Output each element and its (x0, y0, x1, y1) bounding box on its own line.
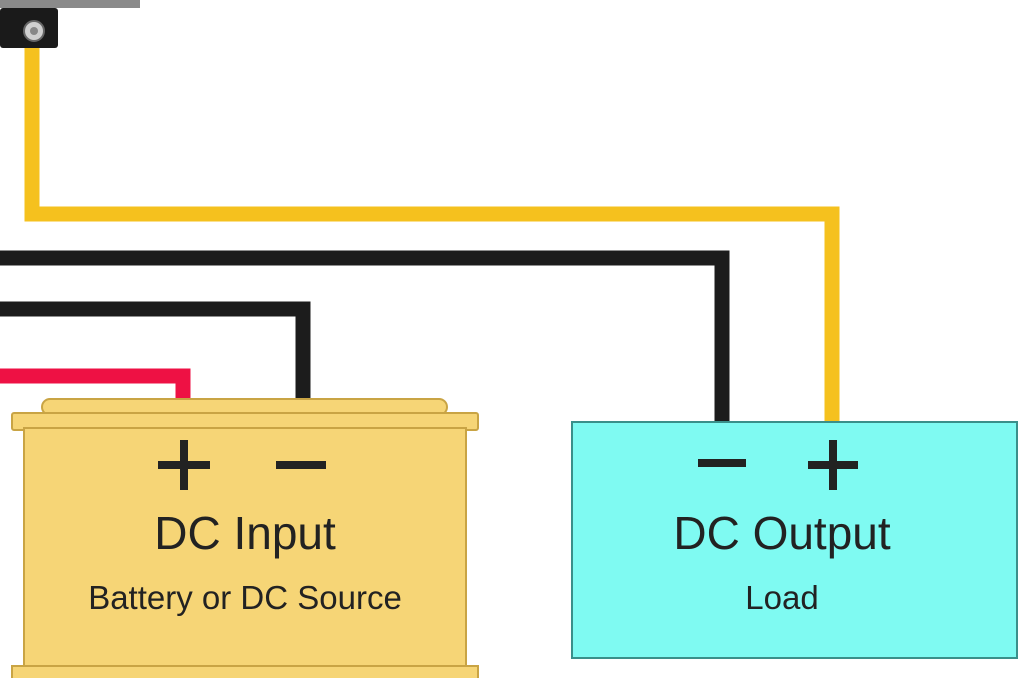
wire-black-load (0, 250, 730, 425)
battery-case (23, 427, 467, 678)
battery-subtitle: Battery or DC Source (88, 579, 402, 616)
component-bracket (0, 0, 140, 8)
battery-plus-icon (158, 440, 210, 490)
load-box (571, 421, 1018, 659)
wire-yellow (24, 48, 840, 425)
wire-black-battery (0, 301, 311, 402)
wire-red-battery (0, 368, 191, 402)
screw-center (30, 27, 38, 35)
load-minus-icon (698, 459, 746, 467)
top-left-component (0, 0, 140, 48)
battery-body (11, 398, 479, 678)
load-subtitle: Load (745, 579, 819, 616)
load-plus-icon (808, 440, 858, 490)
battery-minus-icon (276, 461, 326, 469)
load-title: DC Output (673, 507, 891, 559)
battery-title: DC Input (154, 507, 336, 559)
battery-base (11, 665, 479, 678)
